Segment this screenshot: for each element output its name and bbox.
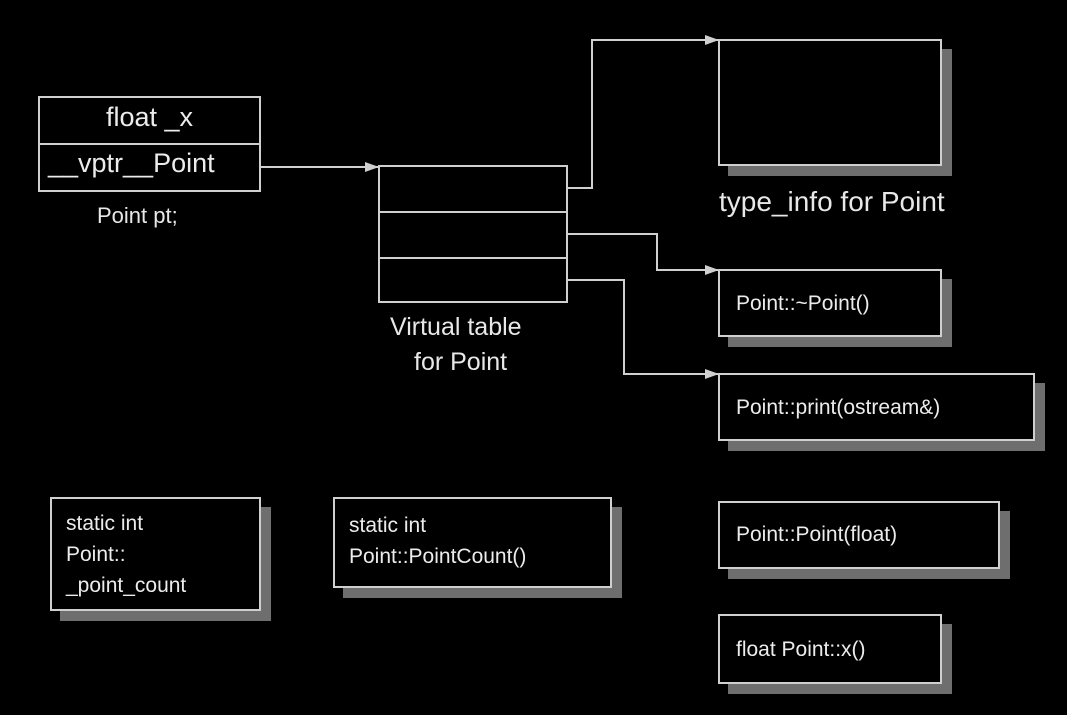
accessor-box: float Point::x() (718, 614, 942, 684)
accessor-label: float Point::x() (736, 638, 866, 661)
virtual-table (378, 165, 568, 303)
vtable-caption-line1: Virtual table (390, 313, 522, 341)
vtable-divider-2 (380, 257, 566, 259)
point-object: float _x __vptr__Point (38, 96, 261, 192)
destructor-arrow (530, 233, 719, 275)
print-box: Point::print(ostream&) (718, 373, 1035, 441)
destructor-label: Point::~Point() (736, 292, 870, 315)
static-point-count-line2: Point:: (66, 543, 126, 566)
destructor-box: Point::~Point() (718, 269, 942, 337)
print-label: Point::print(ostream&) (736, 396, 941, 419)
print-arrow (530, 279, 719, 379)
static-point-count-fn-line1: static int (349, 514, 427, 537)
type-info-caption: type_info for Point (719, 186, 945, 217)
vtable-divider-1 (380, 211, 566, 213)
constructor-box: Point::Point(float) (718, 501, 1000, 569)
type-info-box (718, 39, 942, 166)
vtable-caption-line2: for Point (414, 348, 508, 376)
static-point-count-box: static int Point:: _point_count (50, 497, 261, 611)
static-point-count-line3: _point_count (66, 574, 187, 597)
static-point-count-fn-line2: Point::PointCount() (349, 545, 527, 568)
object-divider (40, 143, 259, 145)
static-point-count-fn-box: static int Point::PointCount() (333, 497, 612, 588)
static-point-count-line1: static int (66, 512, 144, 535)
object-caption: Point pt; (97, 203, 178, 228)
constructor-label: Point::Point(float) (736, 523, 898, 546)
field-vptr: __vptr__Point (48, 148, 215, 178)
field-x: float _x (105, 102, 194, 132)
